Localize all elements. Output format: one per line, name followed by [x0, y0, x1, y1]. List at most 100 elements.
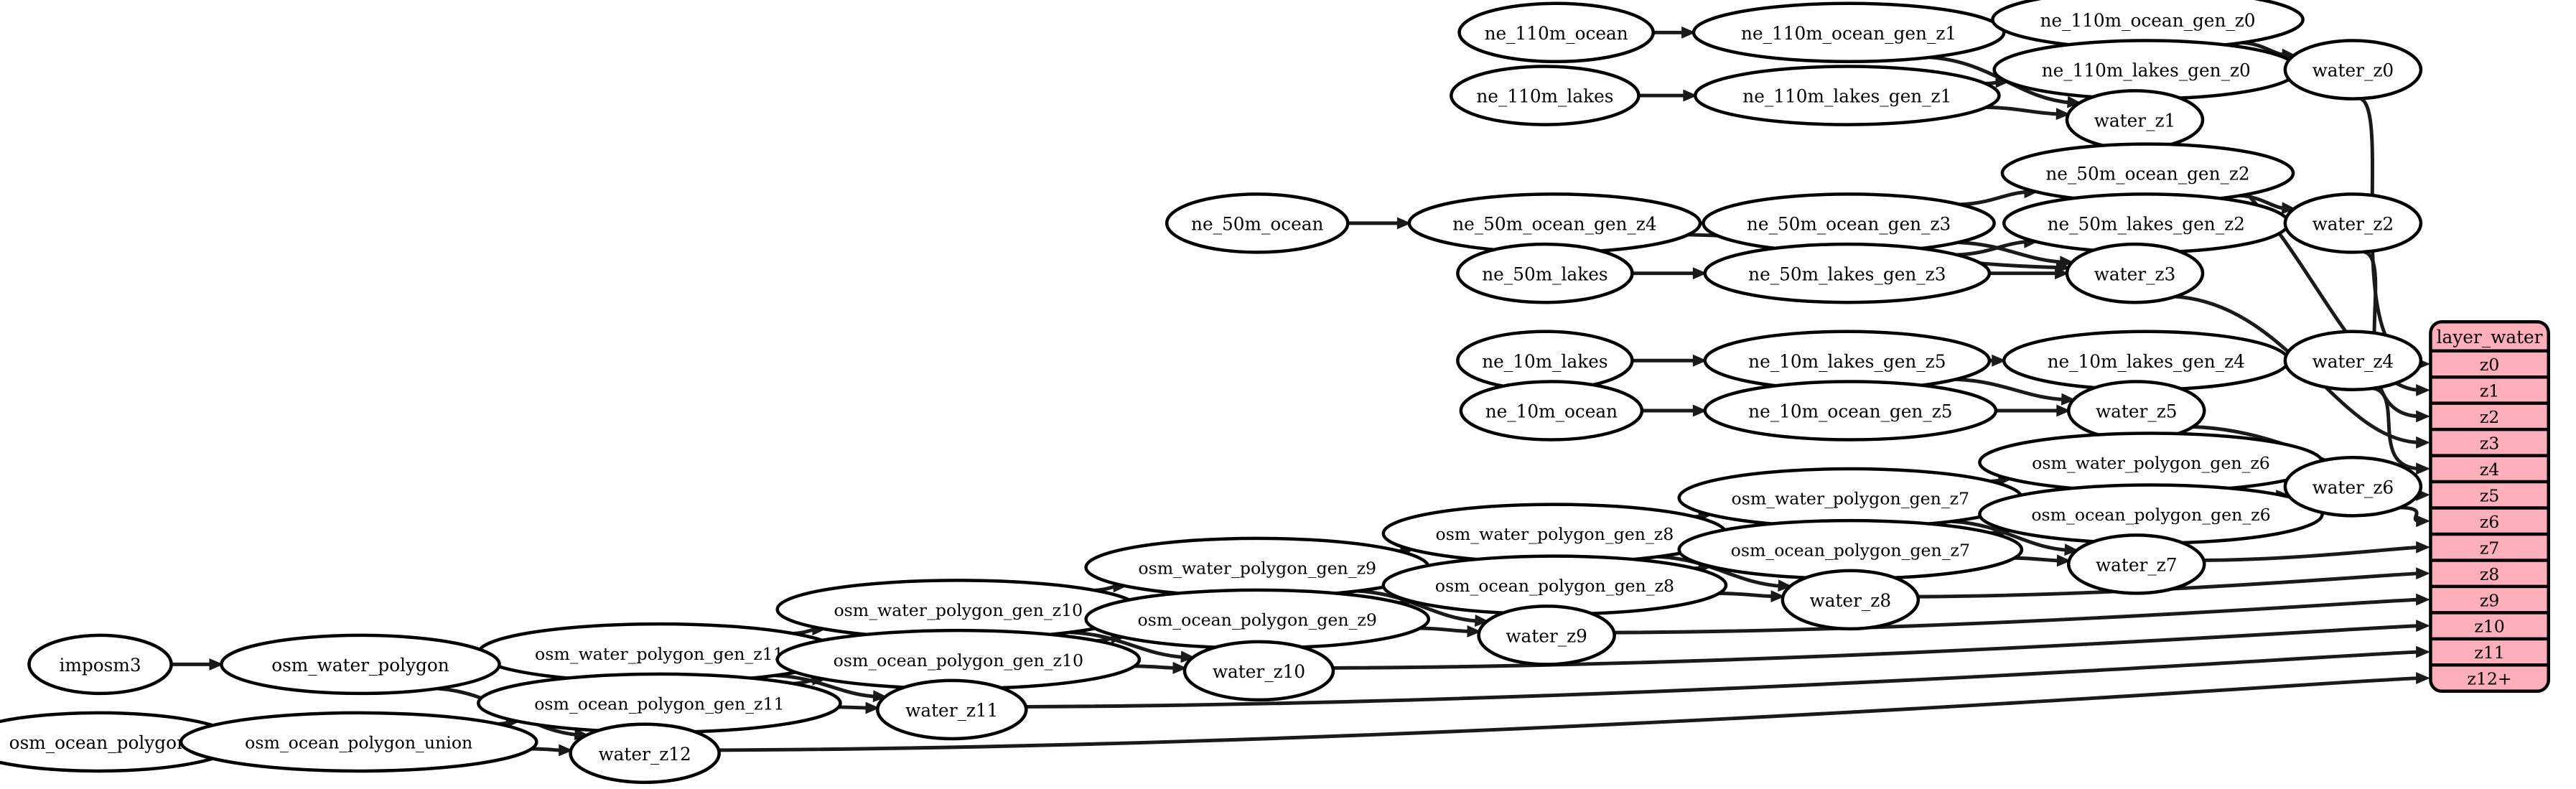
graph-node-ne_110m_ocean_gen_z1[interactable]: ne_110m_ocean_gen_z1 [1691, 1, 2006, 64]
node-ellipse [1703, 380, 1998, 442]
graph-node-ne_110m_lakes_gen_z0[interactable]: ne_110m_lakes_gen_z0 [1992, 39, 2300, 101]
graph-node-water_z5[interactable]: water_z5 [2066, 380, 2206, 442]
record-row-z0[interactable]: z0 [2480, 355, 2499, 375]
graph-node-osm_water_polygon[interactable]: osm_water_polygon [220, 633, 501, 696]
graph-node-osm_ocean_polygon_gen_z9[interactable]: osm_ocean_polygon_gen_z9 [1084, 588, 1431, 650]
graph-node-water_z10[interactable]: water_z10 [1182, 640, 1335, 702]
record-row-z2[interactable]: z2 [2480, 407, 2499, 427]
record-row-z5[interactable]: z5 [2480, 485, 2499, 505]
graph-node-ne_10m_ocean[interactable]: ne_10m_ocean [1459, 380, 1644, 442]
graph-node-water_z7[interactable]: water_z7 [2066, 533, 2206, 595]
graph-node-imposm3[interactable]: imposm3 [27, 633, 173, 696]
node-ellipse [2283, 192, 2423, 254]
graph-node-ne_50m_ocean_gen_z2[interactable]: ne_50m_ocean_gen_z2 [2000, 142, 2295, 204]
node-label: osm_ocean_polygon_gen_z6 [2031, 505, 2270, 525]
graph-node-water_z2[interactable]: water_z2 [2283, 192, 2423, 254]
graph-node-water_z4[interactable]: water_z4 [2283, 330, 2423, 391]
graph-edge [1357, 589, 1480, 623]
record-row-z9[interactable]: z9 [2480, 590, 2499, 610]
node-ellipse [1691, 1, 2006, 64]
node-label: ne_110m_ocean [1485, 23, 1628, 44]
edge-arrowhead [209, 658, 224, 671]
graph-node-ne_50m_lakes[interactable]: ne_50m_lakes [1456, 242, 1634, 304]
graph-node-osm_ocean_polygon_gen_z8[interactable]: osm_ocean_polygon_gen_z8 [1381, 554, 1728, 616]
node-ellipse [2065, 242, 2205, 304]
node-label: osm_ocean_polygon [9, 732, 188, 753]
graph-node-ne_50m_ocean[interactable]: ne_50m_ocean [1165, 192, 1350, 254]
edge-arrowhead [2416, 541, 2430, 554]
graph-node-water_z3[interactable]: water_z3 [2065, 242, 2205, 304]
edge-arrowhead [1692, 404, 1707, 417]
record-row-z4[interactable]: z4 [2480, 459, 2499, 480]
node-label: water_z3 [2094, 263, 2176, 284]
record-row-z10[interactable]: z10 [2474, 617, 2505, 637]
graph-edge [1419, 626, 1473, 634]
node-label: osm_water_polygon_gen_z7 [1731, 489, 1969, 509]
edge-arrowhead [2059, 256, 2074, 269]
graph-node-osm_ocean_polygon_gen_z7[interactable]: osm_ocean_polygon_gen_z7 [1677, 518, 2024, 581]
edge-arrowhead [2056, 554, 2071, 567]
record-row-z7[interactable]: z7 [2480, 538, 2499, 558]
node-label: ne_110m_lakes_gen_z0 [2042, 60, 2251, 81]
graph-node-water_z8[interactable]: water_z8 [1781, 569, 1921, 631]
edge-arrowhead [1692, 267, 1707, 280]
edge-arrowhead [559, 744, 573, 757]
node-label: ne_110m_ocean_gen_z1 [1741, 23, 1956, 44]
node-ellipse [1182, 640, 1335, 702]
edge-arrowhead [865, 701, 880, 714]
record-row-z6[interactable]: z6 [2480, 512, 2499, 532]
node-label: ne_50m_ocean_gen_z3 [1747, 214, 1951, 235]
graph-node-ne_10m_ocean_gen_z5[interactable]: ne_10m_ocean_gen_z5 [1703, 380, 1998, 442]
record-row-z3[interactable]: z3 [2480, 433, 2499, 453]
node-ellipse [1450, 65, 1641, 126]
edge-arrowhead [1467, 625, 1482, 638]
graph-node-osm_ocean_polygon_union[interactable]: osm_ocean_polygon_union [179, 711, 538, 773]
node-label: osm_ocean_polygon_gen_z10 [834, 650, 1083, 671]
graph-edge [1986, 105, 2061, 116]
node-ellipse [876, 678, 1028, 741]
graph-node-water_z11[interactable]: water_z11 [876, 678, 1028, 741]
record-node-layer-water[interactable]: layer_water z0 z1 z2 z3 z4 z5 z6 z7 z8 z9 z10 z11 z12… [2429, 319, 2550, 694]
node-ellipse [1693, 65, 2001, 126]
node-label: ne_10m_lakes [1482, 351, 1607, 372]
graph-node-ne_50m_ocean_gen_z3[interactable]: ne_50m_ocean_gen_z3 [1702, 192, 1996, 254]
record-row-z1[interactable]: z1 [2480, 381, 2499, 401]
node-label: osm_water_polygon_gen_z9 [1138, 558, 1376, 578]
edge-arrowhead [1172, 661, 1187, 674]
record-row-z11[interactable]: z11 [2474, 643, 2505, 663]
graph-node-osm_ocean_polygon_gen_z11[interactable]: osm_ocean_polygon_gen_z11 [477, 672, 842, 734]
graph-node-ne_110m_ocean[interactable]: ne_110m_ocean [1457, 1, 1655, 64]
graph-node-osm_water_polygon_gen_z9[interactable]: osm_water_polygon_gen_z9 [1084, 536, 1431, 599]
graph-node-ne_50m_lakes_gen_z3[interactable]: ne_50m_lakes_gen_z3 [1703, 242, 1992, 304]
node-label: ne_110m_lakes_gen_z1 [1742, 86, 1951, 107]
graph-node-osm_water_polygon_gen_z7[interactable]: osm_water_polygon_gen_z7 [1677, 467, 2024, 529]
node-label: osm_ocean_polygon_gen_z11 [534, 694, 784, 714]
graph-node-osm_water_polygon_gen_z8[interactable]: osm_water_polygon_gen_z8 [1381, 503, 1728, 564]
node-ellipse [1459, 380, 1644, 442]
graph-node-water_z12[interactable]: water_z12 [569, 722, 721, 784]
record-title: layer_water [2437, 327, 2543, 347]
graph-node-ne_110m_lakes_gen_z1[interactable]: ne_110m_lakes_gen_z1 [1693, 65, 2001, 126]
graph-node-ne_110m_lakes[interactable]: ne_110m_lakes [1450, 65, 1641, 126]
record-row-z12+[interactable]: z12+ [2467, 669, 2511, 689]
graph-node-water_z0[interactable]: water_z0 [2283, 39, 2423, 101]
graph-edge [1658, 554, 1783, 589]
graph-edge [2372, 386, 2421, 471]
graph-node-ne_50m_ocean_gen_z4[interactable]: ne_50m_ocean_gen_z4 [1407, 192, 1702, 254]
graph-node-osm_water_polygon_gen_z6[interactable]: osm_water_polygon_gen_z6 [1978, 431, 2324, 493]
node-ellipse [1477, 604, 1616, 666]
record-layer: layer_water z0 z1 z2 z3 z4 z5 z6 z7 z8 z9 z10 z11 z12… [2429, 319, 2550, 694]
graph-node-ne_10m_lakes_gen_z5[interactable]: ne_10m_lakes_gen_z5 [1703, 330, 1992, 391]
record-row-z8[interactable]: z8 [2480, 564, 2499, 584]
graph-node-water_z1[interactable]: water_z1 [2065, 89, 2205, 151]
graph-node-water_z6[interactable]: water_z6 [2283, 456, 2423, 518]
edge-arrowhead [2061, 393, 2076, 406]
graph-node-osm_ocean_polygon_gen_z10[interactable]: osm_ocean_polygon_gen_z10 [775, 628, 1142, 691]
node-label: ne_10m_lakes_gen_z4 [2048, 351, 2245, 372]
node-label: ne_10m_ocean_gen_z5 [1748, 401, 1952, 422]
node-label: water_z1 [2094, 110, 2176, 131]
graph-node-water_z9[interactable]: water_z9 [1477, 604, 1616, 666]
edge-arrowhead [1180, 650, 1195, 663]
